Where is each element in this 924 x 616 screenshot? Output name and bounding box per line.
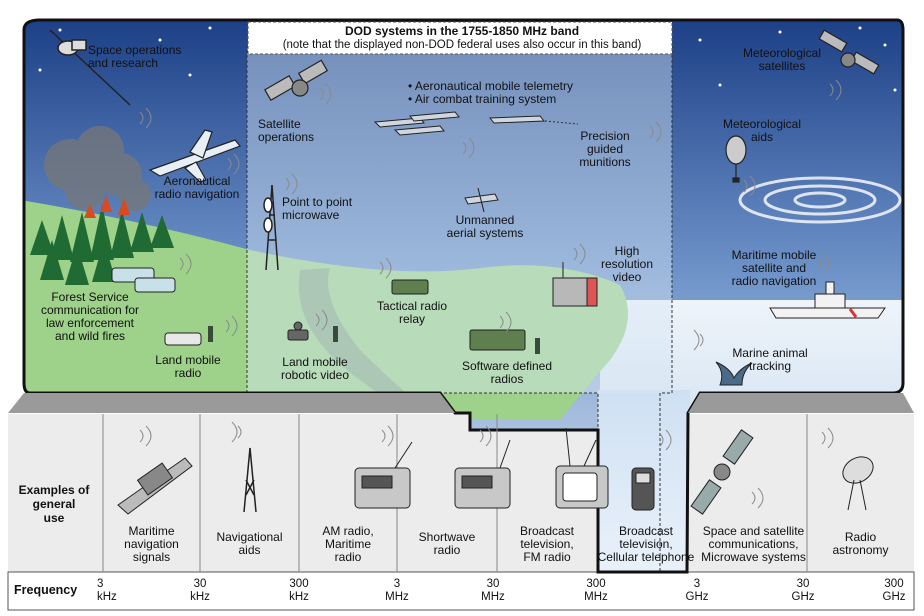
stars xyxy=(38,26,897,92)
met-satellite-icon xyxy=(818,29,880,75)
weather-balloon-icon xyxy=(725,135,747,183)
fighter-jets-icon xyxy=(373,111,579,136)
building-icon xyxy=(552,262,598,307)
road xyxy=(298,268,440,420)
radio-telescope-icon xyxy=(842,456,874,511)
satellite-icon xyxy=(264,59,329,102)
space-probe-icon xyxy=(49,29,131,106)
comm-satellite-icon xyxy=(690,429,754,515)
hurricane xyxy=(738,176,902,224)
airliner-icon xyxy=(148,129,242,183)
am-radio-icon xyxy=(354,441,413,509)
banner-title: DOD systems in the 1755-1850 MHz band xyxy=(344,24,580,38)
frequency-row xyxy=(7,571,915,611)
radio-wave-icons xyxy=(139,79,842,509)
frequency-label: Frequency xyxy=(14,583,78,597)
navigation-tower-icon xyxy=(243,447,257,513)
shortwave-radio-icon xyxy=(454,439,511,509)
television-icon xyxy=(555,427,609,509)
soldier-icons xyxy=(208,326,540,354)
general-use-heading: Examples of general use xyxy=(18,483,90,525)
cargo-ship-icon xyxy=(117,457,193,515)
frame-wedge-right xyxy=(688,393,914,413)
banner-box xyxy=(247,21,673,55)
vehicles-icon xyxy=(111,267,526,351)
frame-wedge-left xyxy=(8,393,455,413)
dod-banner: DOD systems in the 1755-1850 MHz band (n… xyxy=(252,24,672,52)
banner-note: (note that the displayed non-DOD federal… xyxy=(282,39,642,51)
cutter-ship-icon xyxy=(769,281,886,319)
cell-phone-icon xyxy=(631,467,655,511)
label-telemetry: • Aeronautical mobile telemetry• Air com… xyxy=(408,79,573,106)
fire xyxy=(84,195,130,218)
robot-icon xyxy=(287,321,309,341)
dod-overlay xyxy=(247,45,672,393)
microwave-tower-icon xyxy=(263,184,279,271)
smoke xyxy=(44,126,151,211)
forest xyxy=(30,205,174,285)
uav-icon xyxy=(464,187,499,213)
whale-tail-icon xyxy=(715,361,753,386)
